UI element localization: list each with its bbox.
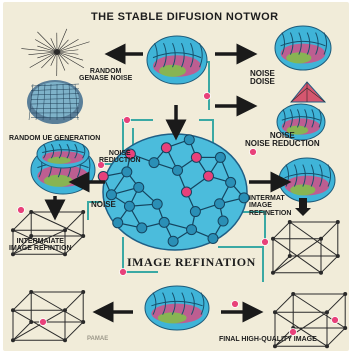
- label-random-generation: RANDOM UE GENERATION: [9, 135, 100, 142]
- wireframe-cube-icon: [271, 220, 347, 348]
- diagram-canvas: THE STABLE DIFUSION NOTWOR RANDOM GENASE…: [3, 2, 349, 351]
- label-image-refination: IMAGE REFINATION: [127, 256, 256, 269]
- label-noise-right: NOISE DOISE: [250, 70, 275, 87]
- label-noise-reduction-center: NOISE REDUCTION: [99, 150, 141, 165]
- peak-graph-icon: [291, 82, 325, 102]
- arrow-icon: [299, 198, 307, 208]
- label-final-image: FINAL HIGH-QUALITY IMAGE: [219, 336, 317, 343]
- arrow-icon: [295, 208, 311, 216]
- label-intermediate-refinement: INTERMAIATE IMAGE REFINTION: [9, 238, 72, 253]
- brain-icon: [145, 286, 209, 330]
- wireframe-cube-icon: [11, 290, 85, 342]
- label-noise-left: NOISE: [91, 201, 116, 209]
- diagram-artwork: [3, 2, 349, 351]
- brain-icon: [37, 140, 89, 168]
- label-noise-reduction-right: NOISE NOISE REDUCTION: [245, 132, 320, 149]
- diagram-title: THE STABLE DIFUSION NOTWOR: [91, 12, 278, 24]
- label-random-noise: RANDOM GENASE NOISE: [79, 68, 132, 83]
- layered-brain-icon: [27, 80, 83, 124]
- label-intermat-refinement: INTERMAT IMAGE REFINETION: [249, 195, 291, 217]
- brain-icon: [275, 26, 331, 70]
- brain-icon: [147, 36, 207, 84]
- label-faint-caption: PAMAE: [87, 336, 108, 342]
